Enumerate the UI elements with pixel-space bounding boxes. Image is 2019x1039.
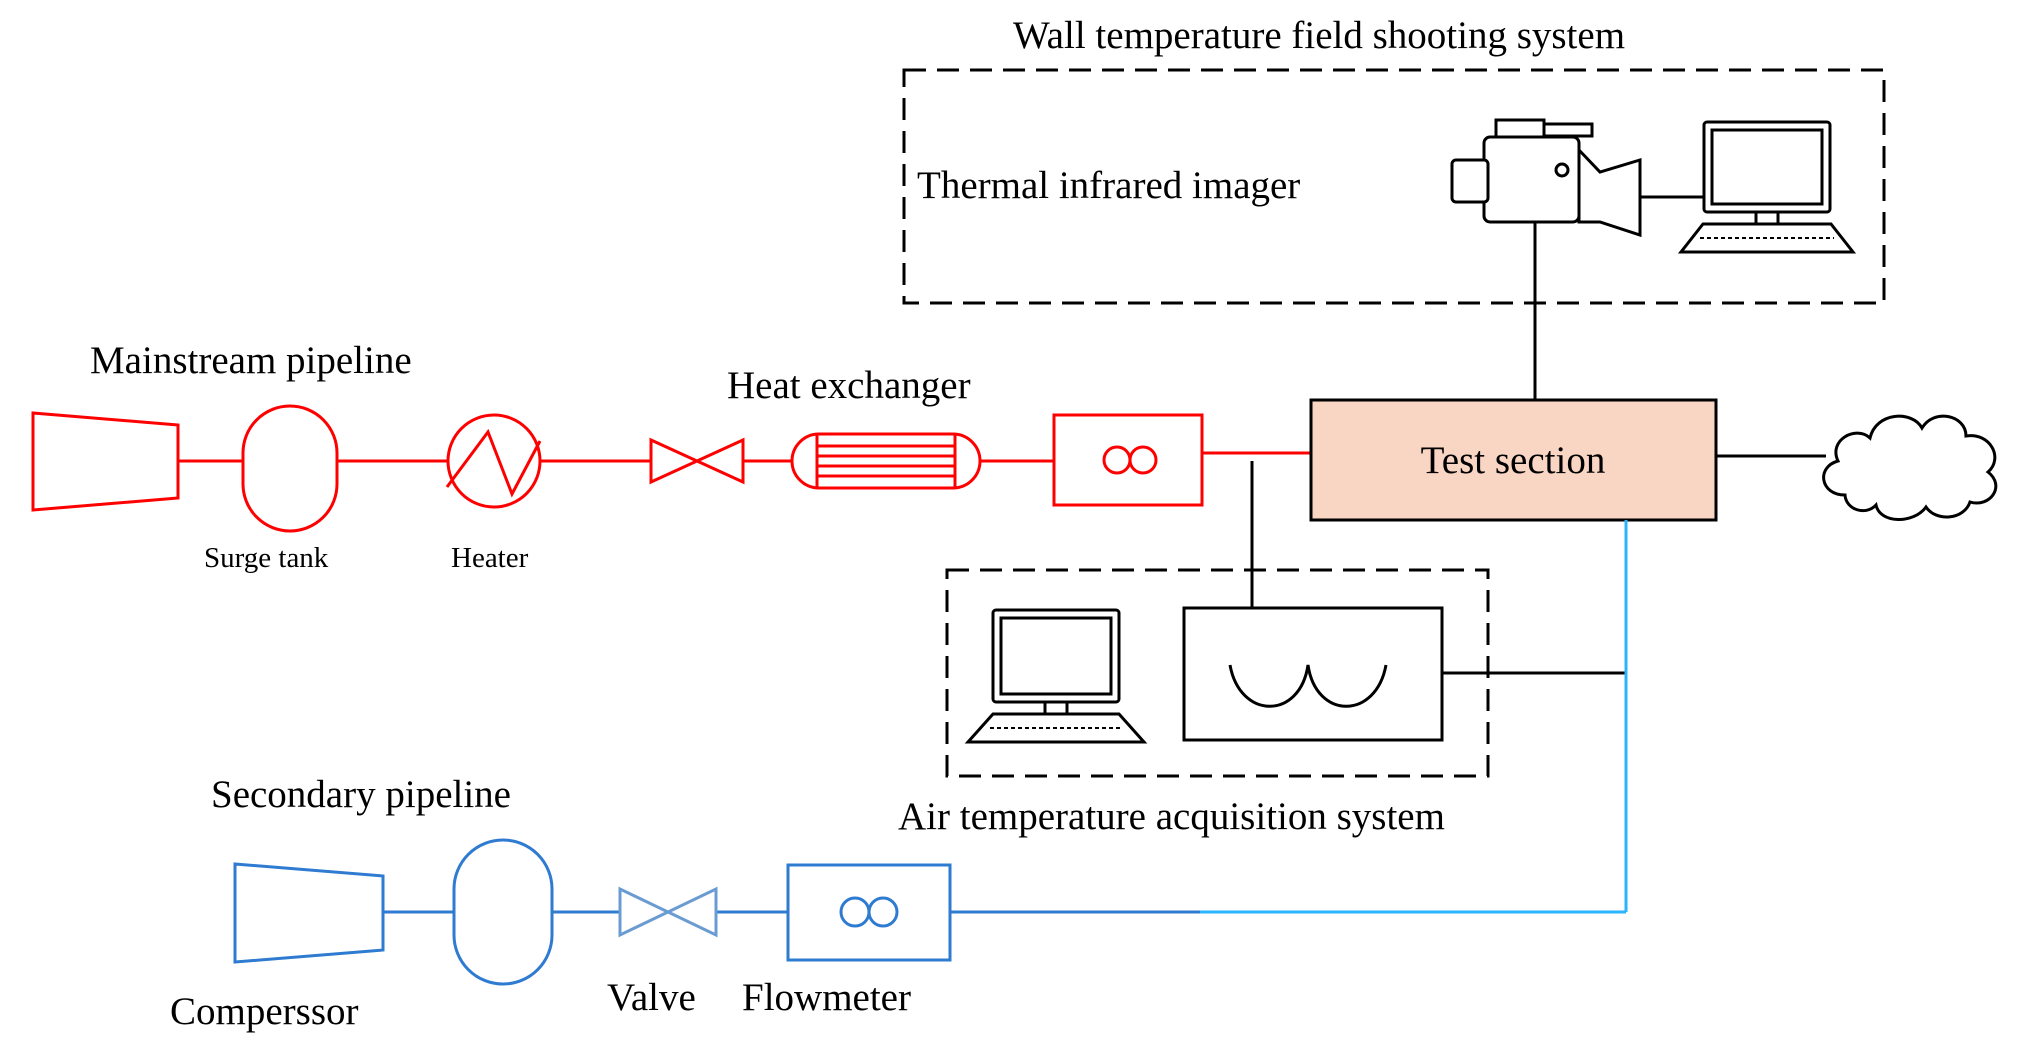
surge-tank-icon bbox=[452, 838, 554, 986]
heat-exchanger-icon bbox=[790, 432, 982, 490]
computer-icon bbox=[1677, 120, 1857, 254]
valve-label: Valve bbox=[607, 976, 696, 1019]
cloud-icon bbox=[1822, 414, 1998, 521]
test-section-box bbox=[1309, 398, 1718, 522]
valve-icon bbox=[618, 886, 718, 938]
secondary-pipeline-light bbox=[1200, 520, 1628, 914]
flowmeter-label: Flowmeter bbox=[742, 976, 911, 1019]
test-section-label: Test section bbox=[1421, 439, 1606, 482]
heat-exchanger-label: Heat exchanger bbox=[727, 364, 971, 407]
compressor-icon bbox=[233, 862, 385, 964]
mainstream-pipeline-title: Mainstream pipeline bbox=[90, 339, 412, 382]
infrared-camera-icon bbox=[1450, 118, 1642, 238]
wall-system-box bbox=[902, 68, 1886, 305]
oscilloscope-icon bbox=[1182, 606, 1444, 742]
air-system-title: Air temperature acquisition system bbox=[898, 795, 1445, 838]
compressor-icon bbox=[31, 411, 180, 512]
flowmeter-icon bbox=[1052, 413, 1204, 507]
heater-icon bbox=[445, 413, 542, 509]
wall-system-title: Wall temperature field shooting system bbox=[1013, 14, 1625, 57]
heater-label: Heater bbox=[451, 542, 529, 574]
valve-icon bbox=[649, 437, 745, 485]
surge-tank-label: Surge tank bbox=[204, 542, 329, 574]
mainstream-pipeline bbox=[178, 451, 1311, 463]
surge-tank-icon bbox=[241, 404, 339, 533]
thermal-imager-label: Thermal infrared imager bbox=[917, 164, 1300, 207]
computer-icon bbox=[964, 608, 1148, 744]
secondary-pipeline-title: Secondary pipeline bbox=[211, 773, 511, 816]
flowmeter-icon bbox=[786, 863, 952, 962]
compressor-label: Comperssor bbox=[170, 990, 359, 1033]
